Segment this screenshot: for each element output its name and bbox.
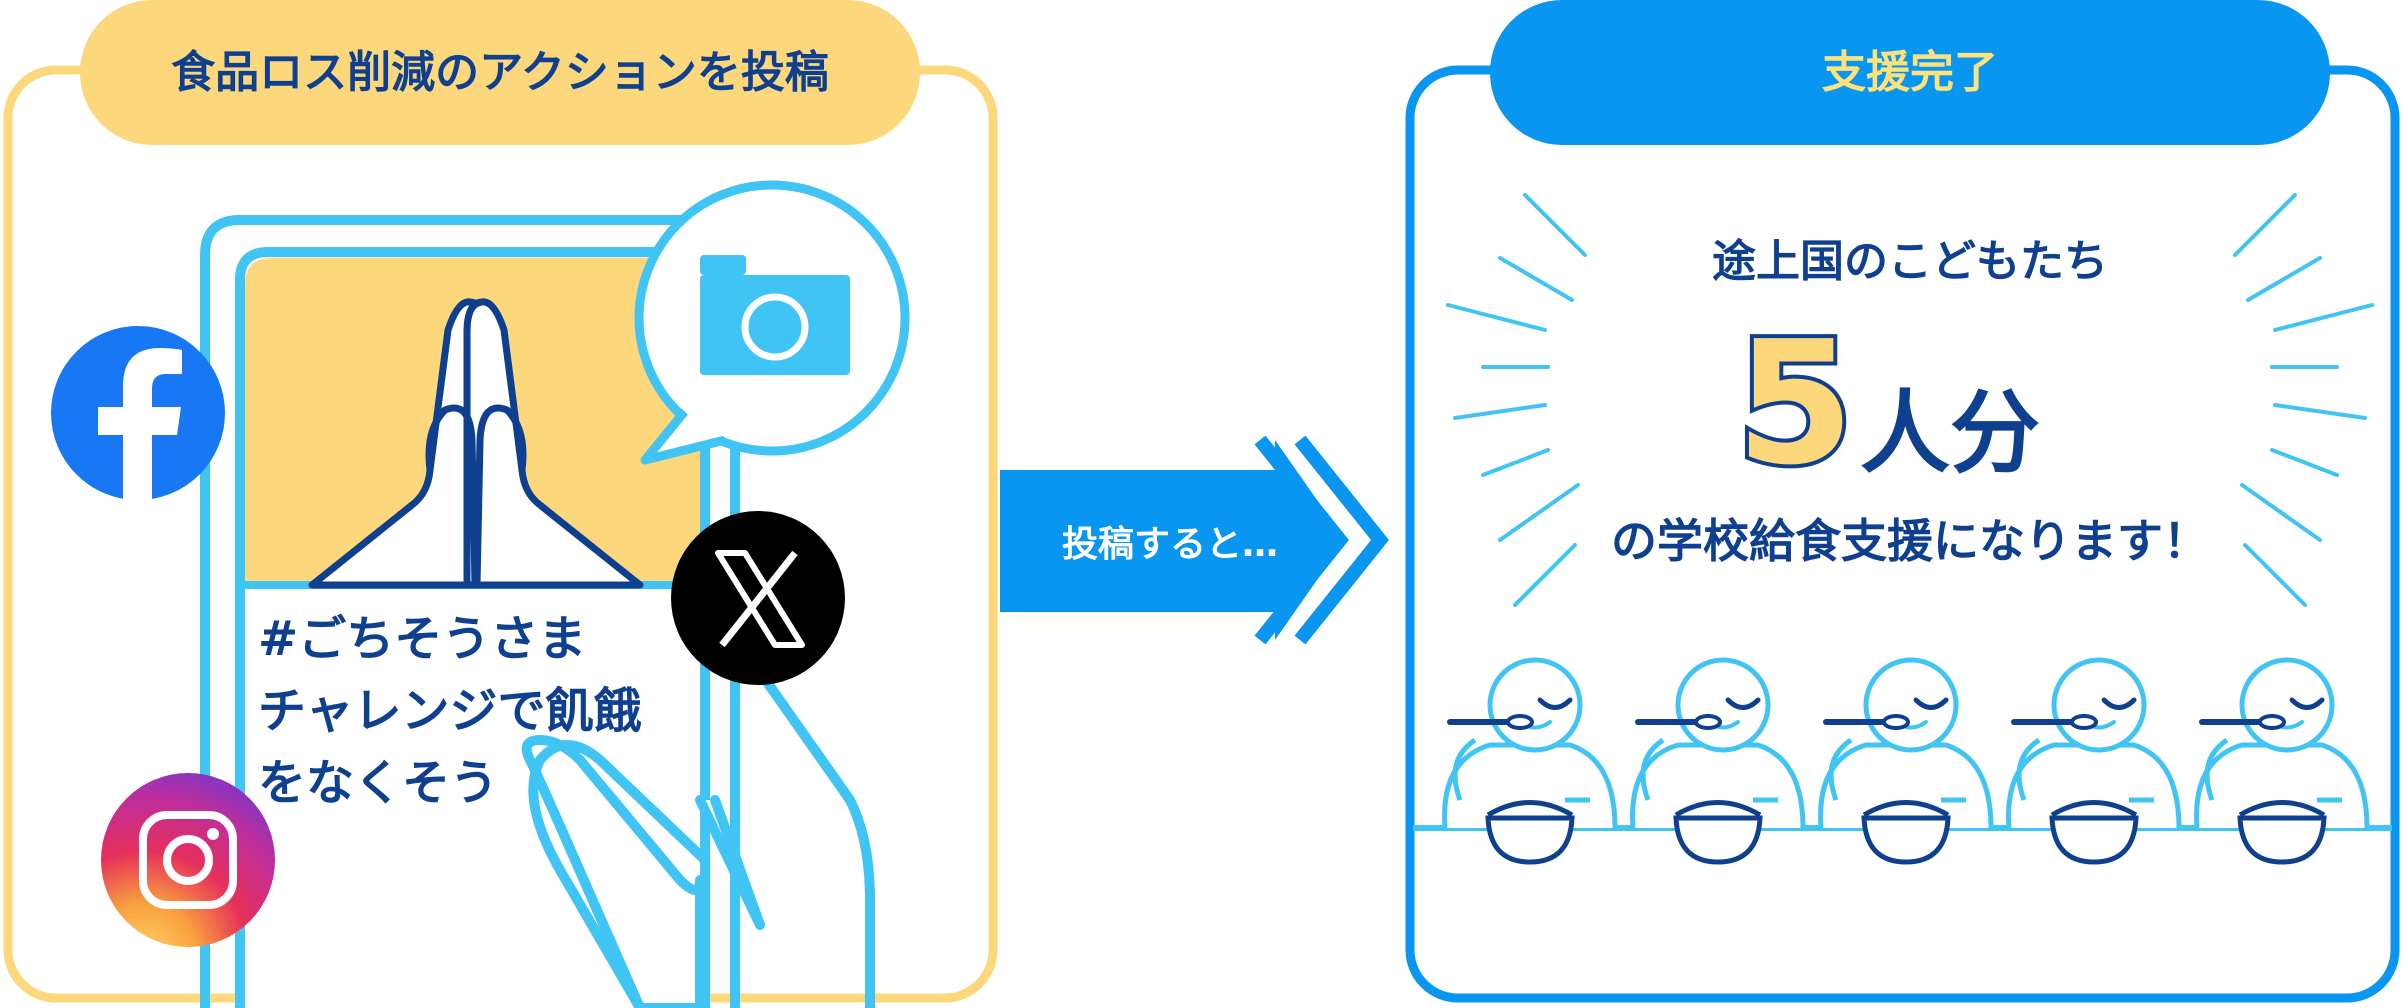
x-icon bbox=[671, 511, 845, 685]
right-panel-title-pill bbox=[1490, 0, 2330, 145]
child-eating-icon bbox=[1630, 657, 1806, 865]
left-panel-title-pill bbox=[80, 0, 920, 145]
camera-icon bbox=[700, 255, 850, 375]
hand-illustration bbox=[521, 660, 875, 1008]
post-text-line-1: #ごちそうさま bbox=[258, 611, 587, 667]
count-number-shape: 5 bbox=[1736, 305, 1854, 503]
thumb-outline bbox=[528, 740, 710, 1008]
count-unit: 人分 bbox=[1860, 381, 2040, 486]
post-text-line-2: チャレンジで飢餓 bbox=[258, 683, 642, 739]
flow-arrow bbox=[1000, 435, 1389, 645]
instagram-icon bbox=[101, 773, 275, 947]
child-eating-icon bbox=[2194, 657, 2370, 865]
children-group bbox=[1442, 657, 2370, 865]
support-line-1: 途上国のこどもたち bbox=[1712, 236, 2108, 287]
arrow-label: 投稿すると… bbox=[1061, 524, 1278, 565]
child-eating-icon bbox=[1818, 657, 1994, 865]
child-eating-icon bbox=[1442, 657, 1618, 865]
post-text-line-3: をなくそう bbox=[258, 755, 499, 811]
left-panel-title: 食品ロス削減のアクションを投稿 bbox=[171, 47, 829, 98]
facebook-icon bbox=[51, 326, 225, 500]
right-panel-title: 支援完了 bbox=[1822, 47, 1998, 98]
child-eating-icon bbox=[2006, 657, 2182, 865]
burst-lines bbox=[1446, 193, 2374, 607]
support-line-3: の学校給食支援になります！ bbox=[1611, 514, 2209, 568]
praying-hands-icon bbox=[308, 298, 644, 589]
camera-speech-bubble bbox=[634, 180, 910, 465]
